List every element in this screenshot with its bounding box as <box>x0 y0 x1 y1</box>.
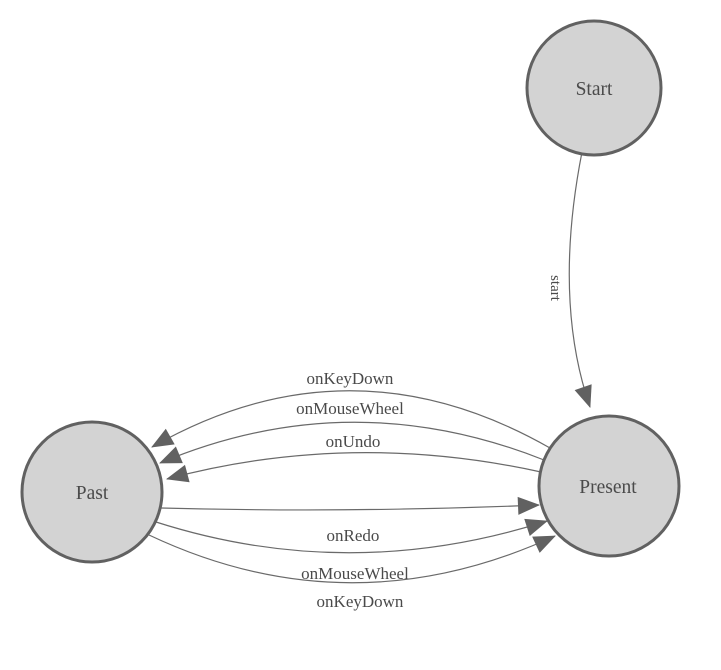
node-past: Past <box>20 420 164 564</box>
edge-label-start: start <box>547 275 563 302</box>
node-start-circle <box>525 19 663 157</box>
edge-past-to-present-onkeydown <box>148 534 556 584</box>
node-start-label: Start <box>576 79 613 100</box>
node-past-circle <box>20 420 164 564</box>
edge-label-onredo: onRedo <box>327 526 380 545</box>
node-past-label: Past <box>76 483 109 504</box>
edge-label-onmousewheel-bottom: onMouseWheel <box>301 564 409 583</box>
edge-label-onundo: onUndo <box>326 432 381 451</box>
edge-label-onmousewheel-top: onMouseWheel <box>296 399 404 418</box>
edge-past-to-present-onmousewheel <box>155 518 548 554</box>
edge-present-to-past-onkeydown <box>151 390 551 449</box>
node-present-label: Present <box>579 477 637 498</box>
edge-present-to-past-onundo <box>166 452 542 483</box>
edge-start-to-present <box>568 151 592 408</box>
edge-past-to-present-onredo <box>160 496 540 515</box>
edge-present-to-past-onmousewheel <box>159 421 545 464</box>
node-start: Start <box>525 19 663 157</box>
node-present: Present <box>537 414 681 558</box>
edge-label-onkeydown-top: onKeyDown <box>307 369 394 388</box>
node-present-circle <box>537 414 681 558</box>
edge-label-onkeydown-bottom: onKeyDown <box>317 592 404 611</box>
